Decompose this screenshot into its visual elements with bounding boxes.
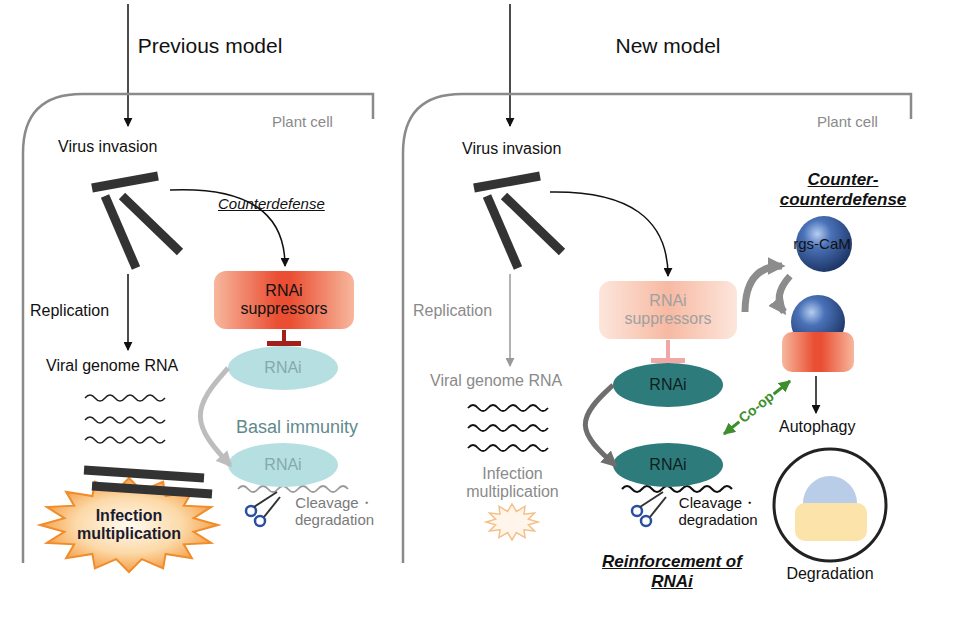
suppressor-box: RNAi suppressors	[213, 270, 355, 330]
suppressor-box: RNAi suppressors	[598, 280, 738, 340]
node-text: Plant cell	[272, 113, 372, 130]
node-text: Plant cell	[817, 113, 907, 130]
step-label: Replication	[30, 302, 109, 320]
step-label: Viral genome RNA	[46, 357, 178, 375]
step-label: Viral genome RNA	[430, 372, 562, 390]
node-text: RNAi	[613, 363, 723, 407]
virus-rod	[474, 176, 540, 188]
viral-particles-progeny	[84, 470, 212, 494]
rna-strand	[468, 445, 548, 451]
rna-strand	[85, 395, 165, 401]
entry-arrow	[509, 4, 511, 126]
rna-strand	[85, 437, 165, 443]
rnai-ellipse: RNAi	[228, 346, 338, 390]
ellipse-shape	[613, 363, 723, 407]
inhibition-connector	[282, 330, 286, 346]
scissors-blade	[264, 497, 280, 517]
autophagy-arrow	[815, 376, 817, 413]
cleaved-rna	[238, 486, 348, 492]
replication-arrow	[509, 274, 511, 366]
inhibition-connector	[666, 340, 670, 363]
node-text: RNAi	[228, 346, 338, 390]
step-label: Replication	[413, 302, 492, 320]
step-label: Autophagy	[779, 418, 856, 436]
scissors-blade	[650, 497, 666, 517]
rna-strand	[85, 417, 165, 423]
node-text: RNAi suppressors	[598, 280, 738, 340]
scissors-icon	[246, 492, 280, 526]
step-label: Virus invasion	[58, 138, 157, 156]
step-label: Virus invasion	[462, 140, 561, 158]
viral-rna	[85, 395, 165, 443]
emphasis-label: Counter- counterdefense	[768, 170, 918, 209]
rnai-ellipse: RNAi	[613, 363, 723, 407]
node-text: rgs-CaM	[785, 215, 859, 273]
virus-rod	[92, 486, 212, 494]
node-outline	[772, 447, 888, 563]
degraded-suppressor	[795, 503, 867, 541]
replication-arrow	[127, 274, 129, 350]
cleaved-rna	[622, 486, 732, 492]
virus-rod	[84, 470, 204, 478]
flow-arrow	[200, 368, 230, 465]
rnai-ellipse: RNAi	[613, 443, 723, 487]
virus-particles	[474, 176, 562, 268]
coop-label: Co-op	[734, 387, 779, 427]
node-text: RNAi	[228, 443, 338, 487]
rnai-ellipse: RNAi	[228, 443, 338, 487]
flow-arrow	[585, 385, 615, 465]
virus-rod	[92, 176, 158, 188]
step-label: Infection multiplication	[455, 465, 570, 502]
box-shape	[214, 271, 354, 329]
binding-arrow	[745, 266, 782, 312]
complex-suppressor	[782, 332, 854, 372]
node-text: RNAi	[613, 443, 723, 487]
counterdefense-arrow	[550, 192, 668, 276]
rna-strand	[468, 425, 548, 431]
box-shape	[599, 281, 737, 339]
calmodulin-sphere: rgs-CaM	[785, 215, 859, 273]
virus-rod	[504, 196, 562, 252]
virus-particles	[92, 176, 180, 268]
immunity-label: Basal immunity	[236, 417, 358, 438]
node-text: Degradation	[772, 565, 888, 583]
emphasis-label: Reinforcement of RNAi	[598, 552, 746, 591]
small-burst	[486, 504, 538, 540]
counterdefense-label: Counterdefense	[218, 195, 325, 212]
circle-shape	[774, 449, 886, 561]
ellipse-shape	[613, 443, 723, 487]
scissors-handle	[641, 516, 651, 526]
ellipse-shape	[228, 443, 338, 487]
scissors-handle	[255, 516, 265, 526]
panel-title: Previous model	[110, 34, 310, 58]
result-label: Cleavage・ degradation	[287, 494, 382, 529]
viral-rna	[468, 405, 548, 451]
entry-arrow	[127, 4, 129, 126]
ellipse-shape	[228, 346, 338, 390]
scissors-icon	[632, 492, 666, 526]
autophagosome-circle: Degradation	[772, 447, 888, 563]
virus-rod	[122, 196, 180, 252]
cell-wall	[403, 94, 911, 563]
rna-strand	[468, 405, 548, 411]
node-text: RNAi suppressors	[213, 270, 355, 330]
binding-arrow	[779, 276, 790, 312]
panel-title: New model	[568, 34, 768, 58]
result-label: Cleavage・ degradation	[668, 494, 768, 529]
